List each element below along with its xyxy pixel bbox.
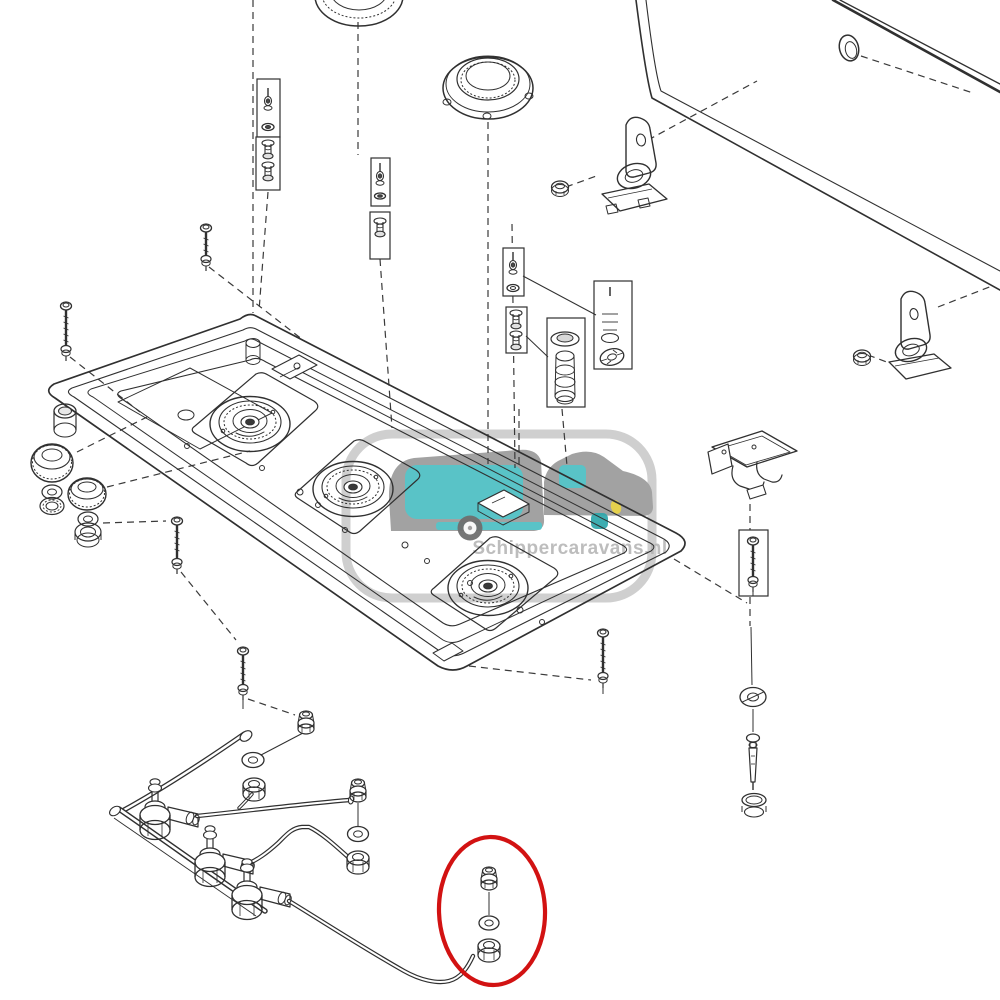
- diagram-root: [30, 0, 1000, 985]
- pan-support-3: [430, 536, 559, 632]
- fitting-a-stub: [237, 792, 254, 810]
- igniter-part: [261, 161, 275, 182]
- part-group-box: [502, 247, 525, 297]
- washer: [241, 751, 265, 769]
- washer: [373, 192, 387, 200]
- part-group-boxes: [255, 78, 769, 597]
- gas-valve: [194, 825, 226, 888]
- glass-lid-inner-edge: [645, 0, 1000, 272]
- thermocouple: [263, 88, 273, 111]
- hinge-right-strap: [900, 290, 931, 350]
- detail-ellipses: [30, 0, 928, 906]
- leader-lines: [242, 275, 754, 915]
- pan-support-1: [191, 372, 319, 467]
- screw: [170, 516, 184, 574]
- igniter-part: [373, 217, 387, 238]
- hex-nut: [852, 349, 872, 366]
- gas-valve: [139, 778, 171, 841]
- screw: [59, 301, 73, 361]
- surface-bracket-depth: [477, 502, 530, 526]
- hinge-left-strap: [625, 116, 657, 178]
- part-group-box: [546, 317, 586, 408]
- glass-lid-fold: [831, 0, 1000, 94]
- tray-floor: [117, 357, 628, 627]
- thermocouple: [508, 252, 518, 275]
- pan-support-2: [294, 439, 421, 535]
- inlet-pipe: [121, 731, 247, 813]
- part-group-box: [505, 306, 528, 354]
- watermark-logo: [341, 429, 657, 603]
- igniter-part: [509, 309, 523, 330]
- igniter-part: [261, 139, 275, 160]
- hinge-left-base: [601, 183, 668, 212]
- compression-fitting: [242, 777, 266, 802]
- cap-nut: [297, 710, 315, 735]
- burner-assembly: [447, 559, 529, 617]
- washer: [261, 122, 275, 132]
- hinge-left-foot: [605, 203, 619, 215]
- glass-lid-fold-inner: [839, 0, 1000, 85]
- construction-lines: [69, 0, 993, 716]
- glass-lid-outer-edge: [635, 0, 1000, 291]
- hex-nut: [550, 180, 570, 197]
- thermocouple: [375, 163, 385, 186]
- screw: [236, 646, 250, 700]
- hinge-left-foot2: [637, 197, 651, 209]
- watermark-text: Schippercaravans.nl: [472, 538, 667, 559]
- pipe-burner-1: [194, 797, 353, 819]
- tray-foot: [432, 642, 464, 662]
- bracket-hook-b: [756, 461, 783, 483]
- tray-back-wall: [293, 367, 631, 543]
- pipe-burner-2: [240, 824, 351, 869]
- cap-nut: [349, 778, 367, 803]
- bracket-rail-inner: [717, 435, 791, 466]
- hinge-right-base: [888, 353, 952, 380]
- part-group-box: [593, 280, 633, 370]
- screw: [596, 628, 610, 688]
- bracket-foot: [746, 484, 767, 500]
- cap-nut: [480, 866, 498, 891]
- washer: [506, 283, 520, 293]
- washer: [478, 915, 500, 931]
- injector-body: [748, 747, 758, 783]
- compression-fitting: [346, 850, 370, 875]
- screw: [199, 223, 213, 271]
- washer: [739, 686, 767, 708]
- burner-assembly: [312, 460, 394, 518]
- highlight-ellipse: [436, 834, 548, 988]
- burner-assembly: [209, 395, 291, 453]
- compression-fitting: [477, 938, 501, 963]
- igniter-part: [509, 330, 523, 351]
- gas-valve: [231, 858, 263, 921]
- bracket-block: [707, 443, 733, 475]
- screw: [746, 536, 760, 592]
- tray-outer-rim: [47, 313, 686, 671]
- washer: [346, 825, 370, 843]
